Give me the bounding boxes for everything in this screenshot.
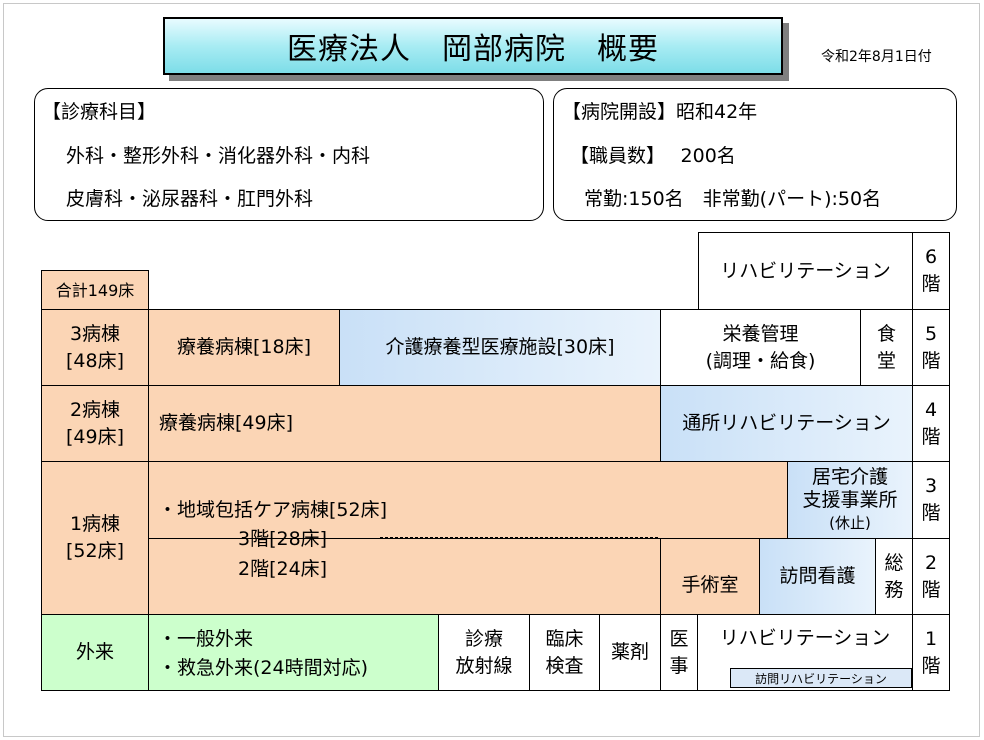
general-affairs-2: 務: [884, 578, 904, 601]
departments-line-1: 外科・整形外科・消化器外科・内科: [66, 145, 371, 167]
hospital-opened: 【病院開設】昭和42年: [562, 101, 758, 123]
visit-rehab-badge: 訪問リハビリテーション: [730, 668, 912, 688]
floor-4-num: 4: [924, 398, 938, 421]
date-label: 令和2年8月1日付: [821, 49, 932, 65]
floor-6-num: 6: [924, 246, 938, 268]
general-outpatient: ・一般外来: [158, 628, 254, 650]
departments-line-2: 皮膚科・泌尿器科・肛門外科: [66, 188, 314, 210]
ward-3-beds: [48床]: [65, 349, 124, 372]
community-care-title: ・地域包括ケア病棟[52床]: [158, 499, 388, 521]
hospital-info-box: [553, 88, 957, 221]
floor-1-kai: 階: [921, 654, 941, 677]
emergency-outpatient: ・救急外来(24時間対応): [158, 657, 369, 679]
rehab-1f-label: リハビリテーション: [719, 627, 891, 649]
floor-3-label: 3 階: [912, 461, 950, 539]
outpatient: 外来: [41, 614, 149, 691]
medical-office-1: 医: [669, 627, 689, 650]
ward-1-beds: [52床]: [65, 540, 124, 562]
community-care-ward-lower: [149, 539, 660, 614]
clinical-lab: 臨床 検査: [529, 614, 600, 691]
floor-4-label: 4 階: [912, 385, 950, 462]
ward-1: 1病棟 [52床]: [41, 461, 149, 615]
floor-1-label: 1 階: [912, 614, 950, 691]
cafeteria: 食 堂: [860, 309, 913, 386]
floor-3-kai: 階: [921, 502, 941, 524]
dashed-divider: [380, 537, 658, 538]
floor-2-num: 2: [924, 551, 938, 574]
radiology-2: 放射線: [455, 654, 513, 677]
floor-4-kai: 階: [921, 425, 941, 448]
ward-3: 3病棟 [48床]: [41, 309, 149, 386]
nutrition-management: 栄養管理 (調理・給食): [660, 309, 861, 386]
operating-room: 手術室: [660, 538, 760, 615]
floor-5-kai: 階: [921, 349, 941, 372]
floor-3-num: 3: [924, 475, 938, 497]
outpatient-services: [148, 614, 439, 691]
staff-detail: 常勤:150名 非常勤(パート):50名: [584, 188, 882, 210]
staff-count: 【職員数】 200名: [570, 145, 736, 167]
general-affairs-1: 総: [884, 551, 904, 574]
cafeteria-2: 堂: [876, 349, 896, 372]
daycare-rehab: 通所リハビリテーション: [660, 385, 913, 462]
general-affairs: 総 務: [875, 538, 913, 615]
nutrition-title: 栄養管理: [722, 322, 799, 345]
departments-heading: 【診療科目】: [42, 101, 157, 123]
ward-2-name: 2病棟: [69, 398, 121, 421]
slide-frame: [3, 3, 980, 737]
floor-2-label: 2 階: [912, 538, 950, 615]
visiting-nursing: 訪問看護: [759, 538, 876, 615]
floor-5-num: 5: [924, 322, 938, 345]
community-care-ward: [148, 461, 788, 539]
nutrition-detail: (調理・給食): [705, 349, 816, 372]
home-care-2: 支援事業所: [802, 488, 898, 511]
kaigo-facility: 介護療養型医療施設[30床]: [339, 309, 661, 386]
total-beds: 合計149床: [41, 270, 149, 310]
cafeteria-1: 食: [876, 322, 896, 345]
home-care-support: 居宅介護 支援事業所 (休止): [787, 461, 913, 539]
clinical-lab-1: 臨床: [545, 627, 584, 650]
page-title: 医療法人 岡部病院 概要: [163, 17, 783, 75]
radiology: 診療 放射線: [438, 614, 530, 691]
radiology-1: 診療: [464, 627, 503, 650]
ward-1-name: 1病棟: [69, 513, 121, 535]
ward-2-beds: [49床]: [65, 425, 124, 448]
pharmacy: 薬剤: [599, 614, 661, 691]
ward-1-3f-beds: 3階[28床]: [238, 528, 328, 550]
medical-office: 医 事: [660, 614, 698, 691]
ward-3-name: 3病棟: [69, 322, 121, 345]
ward-2: 2病棟 [49床]: [41, 385, 149, 462]
clinical-lab-2: 検査: [545, 654, 584, 677]
home-care-3: (休止): [829, 513, 871, 532]
rehab-6f: リハビリテーション: [698, 232, 913, 310]
departments-box: [34, 88, 544, 221]
floor-2-kai: 階: [921, 578, 941, 601]
floor-6-kai: 階: [921, 273, 941, 295]
floor-6-label: 6 階: [912, 232, 950, 310]
floor-5-label: 5 階: [912, 309, 950, 386]
home-care-1: 居宅介護: [811, 465, 888, 488]
ryoyo-ward-18: 療養病棟[18床]: [148, 309, 340, 386]
medical-office-2: 事: [669, 654, 689, 677]
floor-1-num: 1: [924, 627, 938, 650]
ward-1-2f-beds: 2階[24床]: [238, 558, 328, 580]
ryoyo-ward-49: 療養病棟[49床]: [148, 385, 661, 462]
